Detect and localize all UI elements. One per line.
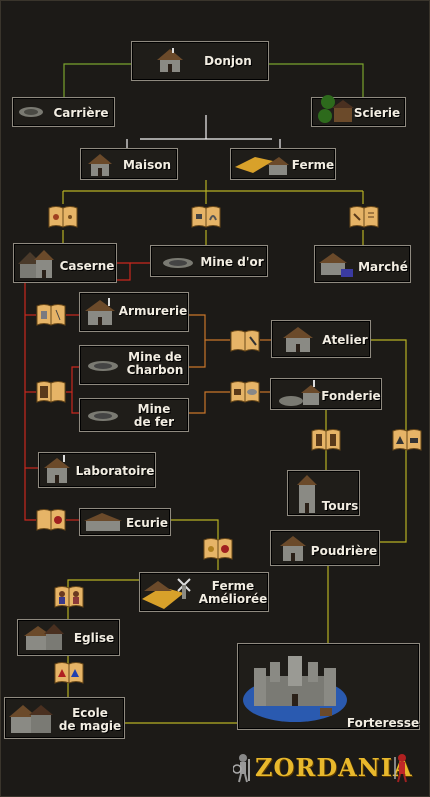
node-label: Ecurie <box>125 516 169 530</box>
line-donjon-scierie <box>268 63 364 98</box>
book-icon <box>349 206 379 228</box>
tower-icon <box>297 475 317 513</box>
node-fonderie[interactable]: Fonderie <box>270 378 382 410</box>
line-red-fer <box>71 392 80 414</box>
node-laboratoire[interactable]: Laboratoire <box>38 452 156 488</box>
node-scierie[interactable]: Scierie <box>311 95 406 127</box>
book-icon <box>311 429 341 451</box>
forge-icon <box>279 380 321 406</box>
node-label: Ferme Améliorée <box>198 579 268 606</box>
node-label: Mine d'or <box>200 255 264 269</box>
line-orange-fer <box>188 391 230 414</box>
book-icon <box>191 206 221 228</box>
node-eglise[interactable]: Eglise <box>17 619 120 656</box>
node-ferme[interactable]: Ferme <box>230 148 336 180</box>
line-red-coal <box>66 366 80 393</box>
stable-icon <box>84 513 122 531</box>
node-mine-charbon[interactable]: Mine de Charbon <box>79 345 189 385</box>
book-icon <box>54 662 84 684</box>
node-caserne[interactable]: Caserne <box>13 243 117 283</box>
market-icon <box>319 253 353 277</box>
node-label: Ferme <box>291 158 335 172</box>
book-icon <box>36 304 66 326</box>
node-label: Caserne <box>59 259 115 273</box>
node-mine-fer[interactable]: Mine de fer <box>79 398 189 432</box>
node-label: Armurerie <box>118 304 188 318</box>
house-icon <box>88 154 112 176</box>
fortress-icon <box>243 656 347 722</box>
node-label: Mine de fer <box>133 402 175 429</box>
armory-icon <box>85 298 115 325</box>
node-ferme-amelioree[interactable]: Ferme Améliorée <box>139 572 269 612</box>
book-icon <box>54 586 84 608</box>
node-label: Donjon <box>204 54 252 68</box>
church-icon <box>24 624 64 650</box>
node-poudriere[interactable]: Poudrière <box>270 530 380 566</box>
sawmill-icon <box>318 95 354 123</box>
line-orange-arm <box>188 314 230 341</box>
node-label: Mine de Charbon <box>126 350 184 377</box>
book-icon <box>230 381 260 403</box>
warrior-icon <box>233 754 250 783</box>
node-label: Laboratoire <box>75 464 155 478</box>
node-ecole-magie[interactable]: Ecole de magie <box>4 697 125 739</box>
zordania-logo: ZORDANIA <box>233 751 413 785</box>
node-label: Atelier <box>322 333 368 347</box>
book-icon <box>203 538 233 560</box>
node-marche[interactable]: Marché <box>314 245 411 283</box>
node-ecurie[interactable]: Ecurie <box>79 508 171 536</box>
house-icon <box>280 536 306 561</box>
node-label: Carrière <box>53 106 109 120</box>
node-label: Tours <box>321 499 359 513</box>
school-icon <box>9 705 53 733</box>
node-carriere[interactable]: Carrière <box>12 97 115 127</box>
node-forteresse[interactable]: Forteresse <box>237 643 420 730</box>
book-icon <box>36 381 66 403</box>
red-warrior-icon <box>394 754 407 783</box>
node-label: Poudrière <box>310 544 378 558</box>
node-armurerie[interactable]: Armurerie <box>79 292 189 332</box>
node-maison[interactable]: Maison <box>80 148 178 180</box>
node-label: Fonderie <box>321 389 381 403</box>
farm-icon <box>235 157 289 175</box>
book-icon <box>230 330 260 352</box>
node-tours[interactable]: Tours <box>287 470 360 516</box>
node-mine-or[interactable]: Mine d'or <box>150 245 268 277</box>
node-label: Maison <box>122 158 172 172</box>
mine-icon <box>88 361 118 371</box>
node-atelier[interactable]: Atelier <box>271 320 371 358</box>
line-donjon-carriere <box>63 63 131 98</box>
node-label: Eglise <box>73 631 115 645</box>
node-label: Ecole de magie <box>58 706 122 733</box>
mine-icon <box>88 411 118 421</box>
node-label: Forteresse <box>346 716 420 730</box>
mine-icon <box>163 258 193 268</box>
windmill-icon <box>142 578 191 609</box>
house-icon <box>44 455 70 483</box>
node-donjon[interactable]: Donjon <box>131 41 269 81</box>
logo-text: ZORDANIA <box>255 753 413 782</box>
quarry-icon <box>19 107 43 117</box>
line-orange-coal <box>188 340 206 368</box>
book-icon <box>36 509 66 531</box>
house-icon <box>283 327 313 352</box>
book-icon <box>48 206 78 228</box>
book-icon <box>392 429 422 451</box>
barracks-icon <box>18 250 54 278</box>
node-label: Scierie <box>353 106 401 120</box>
house-icon <box>157 48 183 72</box>
node-label: Marché <box>358 260 408 274</box>
